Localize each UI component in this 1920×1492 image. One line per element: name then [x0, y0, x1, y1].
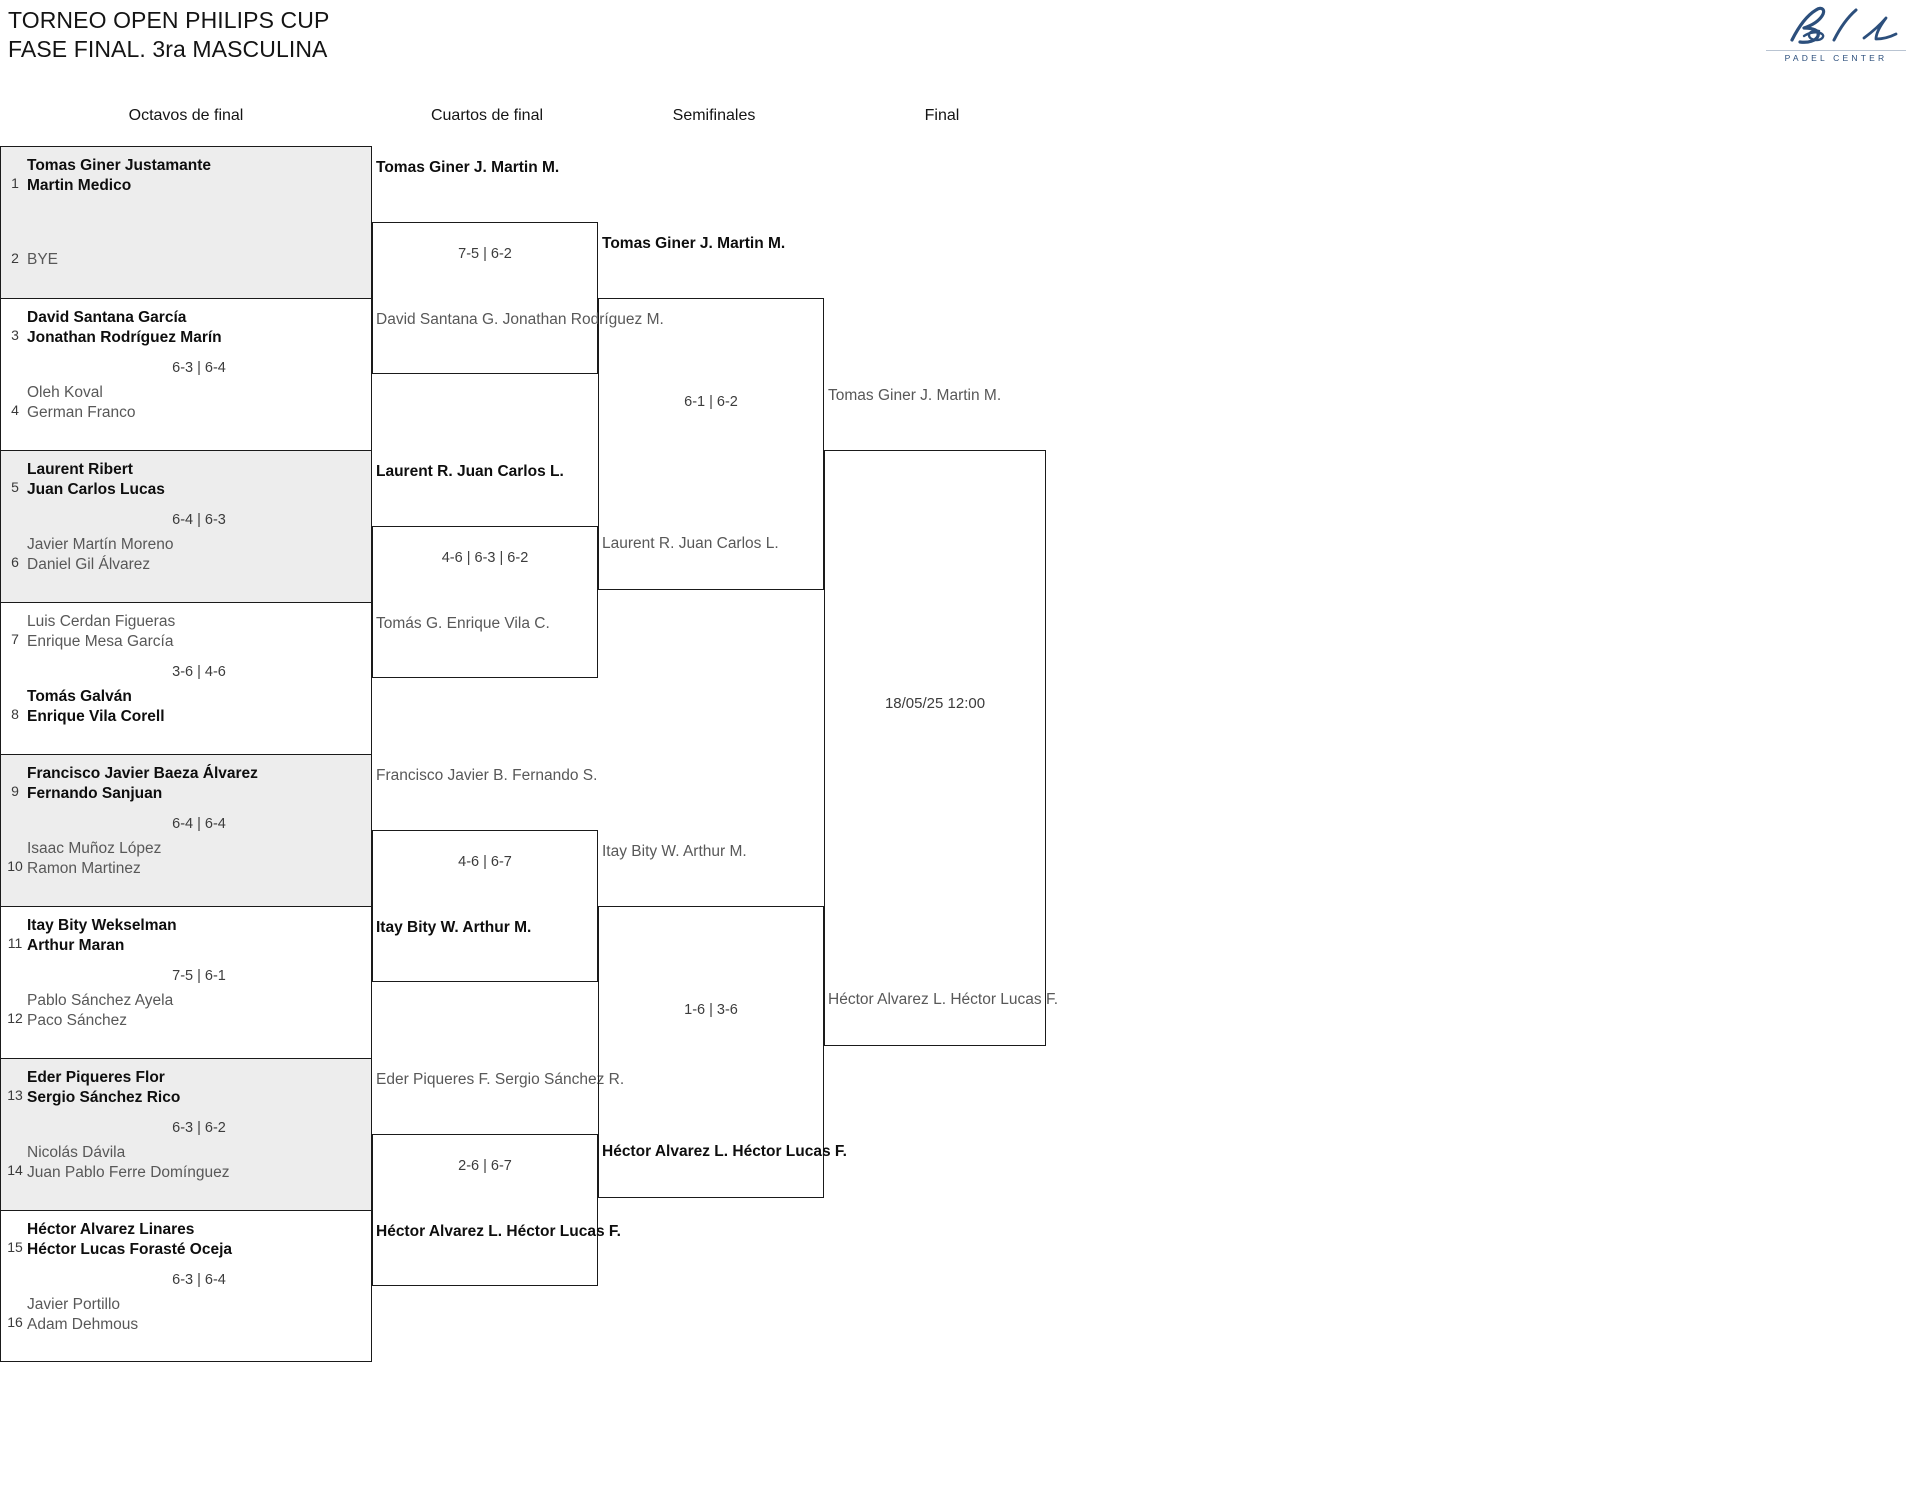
sf-connector-2 [598, 906, 824, 1198]
seed-number: 14 [7, 1162, 23, 1178]
qf-team-7: Eder Piqueres F. Sergio Sánchez R. [376, 1071, 625, 1088]
team-names: Itay Bity Wekselman Arthur Maran [27, 917, 177, 954]
team-names: Tomás Galván Enrique Vila Corell [27, 688, 165, 725]
seed-number: 6 [11, 554, 19, 570]
team-names: Javier Martín Moreno Daniel Gil Álvarez [27, 536, 174, 573]
seed-number: 1 [11, 175, 19, 191]
qf-score-4: 2-6 | 6-7 [458, 1158, 512, 1174]
sf-score-1: 6-1 | 6-2 [684, 394, 738, 410]
final-match-datetime: 18/05/25 12:00 [884, 695, 986, 712]
team-names: Pablo Sánchez Ayela Paco Sánchez [27, 992, 174, 1029]
bracket-slot-seed-10[interactable]: 10 Isaac Muñoz López Ramon Martinez [0, 830, 372, 906]
match-score: 3-6 | 4-6 [172, 664, 226, 680]
bracket-slot-seed-15[interactable]: 15 Héctor Alvarez Linares Héctor Lucas F… [0, 1210, 372, 1286]
seed-number: 3 [11, 327, 19, 343]
match-score: 6-3 | 6-2 [172, 1120, 226, 1136]
team-names: Francisco Javier Baeza Álvarez Fernando … [27, 765, 258, 802]
match-score: 6-3 | 6-4 [172, 360, 226, 376]
bracket-slot-seed-4[interactable]: 4 Oleh Koval German Franco [0, 374, 372, 450]
bracket-slot-seed-9[interactable]: 9 Francisco Javier Baeza Álvarez Fernand… [0, 754, 372, 830]
sf-team-2: Laurent R. Juan Carlos L. [602, 535, 779, 552]
sf-team-1: Tomas Giner J. Martin M. [602, 235, 786, 252]
seed-number: 7 [11, 631, 19, 647]
team-names: Isaac Muñoz López Ramon Martinez [27, 840, 162, 877]
bracket-slot-seed-1[interactable]: 1 Tomas Giner Justamante Martin Medico [0, 146, 372, 222]
team-names: Nicolás Dávila Juan Pablo Ferre Domíngue… [27, 1144, 230, 1181]
bracket-slot-seed-6[interactable]: 6 Javier Martín Moreno Daniel Gil Álvare… [0, 526, 372, 602]
match-score: 6-4 | 6-4 [172, 816, 226, 832]
team-names: Luis Cerdan Figueras Enrique Mesa García [27, 613, 176, 650]
seed-number: 8 [11, 706, 19, 722]
qf-connector-2 [372, 526, 598, 678]
qf-score-1: 7-5 | 6-2 [458, 246, 512, 262]
team-names: David Santana García Jonathan Rodríguez … [27, 309, 222, 346]
round-heading-semifinales: Semifinales [672, 107, 756, 124]
bracket-slot-seed-7[interactable]: 7 Luis Cerdan Figueras Enrique Mesa Garc… [0, 602, 372, 678]
round-heading-cuartos: Cuartos de final [430, 107, 544, 124]
bracket-slot-seed-12[interactable]: 12 Pablo Sánchez Ayela Paco Sánchez [0, 982, 372, 1058]
match-score: 6-4 | 6-3 [172, 512, 226, 528]
qf-team-5: Francisco Javier B. Fernando S. [376, 767, 598, 784]
qf-connector-3 [372, 830, 598, 982]
seed-number: 2 [11, 250, 19, 266]
final-team-1: Tomas Giner J. Martin M. [828, 387, 1002, 404]
team-names: BYE [27, 251, 59, 268]
seed-number: 10 [7, 858, 23, 874]
bracket-slot-seed-2[interactable]: 2 BYE [0, 222, 372, 298]
qf-team-8: Héctor Alvarez L. Héctor Lucas F. [376, 1223, 621, 1240]
seed-number: 11 [7, 935, 23, 951]
sf-team-4: Héctor Alvarez L. Héctor Lucas F. [602, 1143, 847, 1160]
bracket-slot-seed-8[interactable]: 8 Tomás Galván Enrique Vila Corell [0, 678, 372, 754]
logo-subtitle: PADEL CENTER [1784, 53, 1888, 63]
sf-team-3: Itay Bity W. Arthur M. [602, 843, 747, 860]
bracket-slot-seed-3[interactable]: 3 David Santana García Jonathan Rodrígue… [0, 298, 372, 374]
round-heading-final: Final [924, 107, 960, 124]
bracket-slot-seed-5[interactable]: 5 Laurent Ribert Juan Carlos Lucas [0, 450, 372, 526]
team-names: Laurent Ribert Juan Carlos Lucas [27, 461, 165, 498]
team-names: Eder Piqueres Flor Sergio Sánchez Rico [27, 1069, 181, 1106]
bela-padel-center-logo: PADEL CENTER [1760, 4, 1912, 64]
seed-number: 13 [7, 1087, 23, 1103]
sf-connector-1 [598, 298, 824, 590]
seed-number: 12 [7, 1010, 23, 1026]
team-names: Javier Portillo Adam Dehmous [27, 1296, 139, 1333]
qf-score-3: 4-6 | 6-7 [458, 854, 512, 870]
logo-divider [1766, 50, 1906, 51]
bracket-slot-seed-14[interactable]: 14 Nicolás Dávila Juan Pablo Ferre Domín… [0, 1134, 372, 1210]
sf-score-2: 1-6 | 3-6 [684, 1002, 738, 1018]
qf-team-3: Laurent R. Juan Carlos L. [376, 463, 564, 480]
qf-team-6: Itay Bity W. Arthur M. [376, 919, 532, 936]
bela-wordmark-icon [1790, 6, 1898, 44]
match-score: 6-3 | 6-4 [172, 1272, 226, 1288]
bracket-slot-seed-11[interactable]: 11 Itay Bity Wekselman Arthur Maran [0, 906, 372, 982]
final-connector [824, 450, 1046, 1046]
bracket-slot-seed-16[interactable]: 16 Javier Portillo Adam Dehmous [0, 1286, 372, 1362]
team-names: Tomas Giner Justamante Martin Medico [27, 157, 212, 194]
seed-number: 4 [11, 402, 19, 418]
title-line-1: TORNEO OPEN PHILIPS CUP [8, 7, 330, 33]
seed-number: 15 [7, 1239, 23, 1255]
seed-number: 5 [11, 479, 19, 495]
seed-number: 16 [7, 1314, 23, 1330]
team-names: Oleh Koval German Franco [27, 384, 136, 421]
match-score: 7-5 | 6-1 [172, 968, 226, 984]
seed-number: 9 [11, 783, 19, 799]
qf-connector-1 [372, 222, 598, 374]
bracket-slot-seed-13[interactable]: 13 Eder Piqueres Flor Sergio Sánchez Ric… [0, 1058, 372, 1134]
title-line-2: FASE FINAL. 3ra MASCULINA [8, 36, 328, 62]
qf-team-4: Tomás G. Enrique Vila C. [376, 615, 550, 632]
qf-score-2: 4-6 | 6-3 | 6-2 [441, 550, 529, 566]
round-heading-octavos: Octavos de final [128, 107, 244, 124]
qf-connector-4 [372, 1134, 598, 1286]
page-title: TORNEO OPEN PHILIPS CUP FASE FINAL. 3ra … [8, 6, 329, 64]
qf-team-2: David Santana G. Jonathan Rodríguez M. [376, 311, 664, 328]
qf-team-1: Tomas Giner J. Martin M. [376, 159, 560, 176]
team-names: Héctor Alvarez Linares Héctor Lucas Fora… [27, 1221, 233, 1258]
final-team-2: Héctor Alvarez L. Héctor Lucas F. [828, 991, 1059, 1008]
